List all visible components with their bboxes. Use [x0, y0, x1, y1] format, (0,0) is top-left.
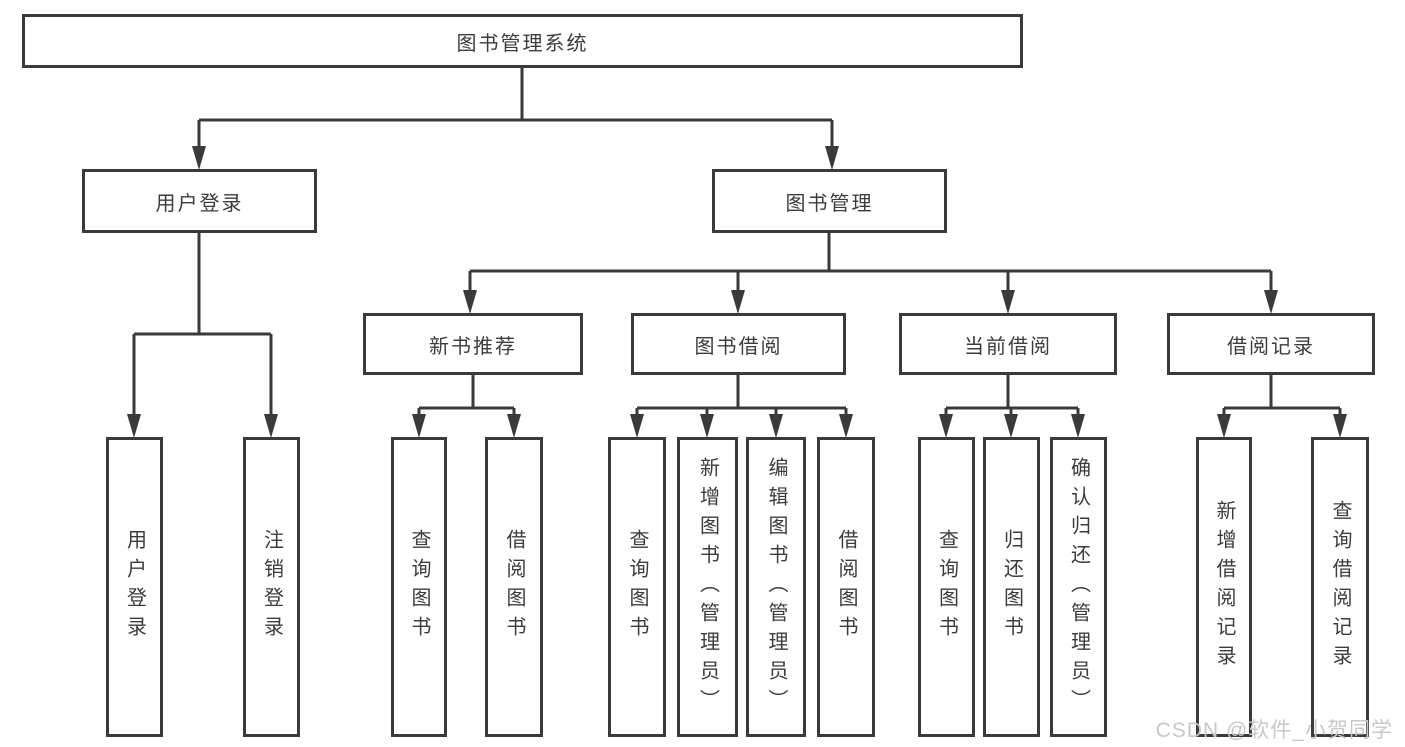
leaf-borrow-book-recommend-label: 借阅图书: [503, 529, 525, 645]
leaf-edit-book-admin: 编辑图书（管理员）: [746, 437, 806, 737]
arrowhead: [412, 414, 426, 438]
node-borrow-record: 借阅记录: [1167, 313, 1375, 375]
leaf-query-book-current-label: 查询图书: [935, 529, 958, 645]
node-new-book-recommend-label: 新书推荐: [429, 335, 517, 358]
arrowhead: [1333, 414, 1347, 438]
node-book-borrow: 图书借阅: [631, 313, 846, 375]
leaf-query-borrow-record: 查询借阅记录: [1311, 437, 1369, 737]
leaf-user-login-label: 用户登录: [123, 529, 146, 645]
arrowhead: [839, 414, 853, 438]
arrowhead: [1071, 414, 1085, 438]
node-book-borrow-label: 图书借阅: [694, 335, 783, 358]
leaf-add-book-admin: 新增图书（管理员）: [677, 437, 738, 737]
arrowhead: [825, 146, 839, 170]
node-borrow-record-label: 借阅记录: [1227, 335, 1315, 358]
arrowhead: [1004, 414, 1018, 438]
arrowhead: [769, 414, 783, 438]
leaf-query-borrow-record-label: 查询借阅记录: [1329, 500, 1351, 674]
leaf-add-book-admin-label: 新增图书（管理员）: [696, 456, 719, 718]
arrowhead: [192, 146, 206, 170]
leaf-borrow-book: 借阅图书: [817, 437, 875, 737]
leaf-user-login: 用户登录: [106, 437, 163, 737]
leaf-confirm-return-admin: 确认归还（管理员）: [1050, 437, 1107, 737]
arrowhead: [1264, 290, 1278, 314]
leaf-query-book-recommend-label: 查询图书: [408, 529, 430, 645]
node-current-borrow: 当前借阅: [899, 313, 1117, 375]
node-user-login: 用户登录: [82, 169, 317, 233]
leaf-logout-label: 注销登录: [260, 529, 283, 645]
node-root: 图书管理系统: [22, 14, 1023, 68]
node-book-management: 图书管理: [712, 169, 947, 233]
arrowhead: [507, 414, 521, 438]
leaf-borrow-book-label: 借阅图书: [835, 529, 857, 645]
leaf-return-book: 归还图书: [983, 437, 1040, 737]
leaf-edit-book-admin-label: 编辑图书（管理员）: [765, 456, 787, 718]
leaf-confirm-return-admin-label: 确认归还（管理员）: [1067, 456, 1090, 718]
leaf-return-book-label: 归还图书: [1000, 529, 1023, 645]
node-current-borrow-label: 当前借阅: [964, 335, 1052, 358]
node-root-label: 图书管理系统: [456, 32, 589, 55]
leaf-add-borrow-record: 新增借阅记录: [1196, 437, 1252, 737]
leaf-query-book-borrow-label: 查询图书: [626, 529, 648, 645]
csdn-watermark: CSDN @软件_小贺同学: [1155, 719, 1393, 742]
arrowhead: [1001, 290, 1015, 314]
node-user-login-label: 用户登录: [155, 192, 244, 215]
leaf-logout: 注销登录: [243, 437, 300, 737]
arrowhead: [1217, 414, 1231, 438]
arrowhead: [127, 414, 141, 438]
arrowhead: [731, 290, 745, 314]
arrowhead: [700, 414, 714, 438]
leaf-borrow-book-recommend: 借阅图书: [485, 437, 543, 737]
leaf-query-book-recommend: 查询图书: [391, 437, 447, 737]
node-book-management-label: 图书管理: [785, 192, 874, 215]
leaf-add-borrow-record-label: 新增借阅记录: [1213, 500, 1235, 674]
arrowhead: [264, 414, 278, 438]
arrowhead: [630, 414, 644, 438]
leaf-query-book-borrow: 查询图书: [608, 437, 666, 737]
node-new-book-recommend: 新书推荐: [363, 313, 583, 375]
arrowhead: [939, 414, 953, 438]
leaf-query-book-current: 查询图书: [918, 437, 975, 737]
arrowhead: [463, 290, 477, 314]
